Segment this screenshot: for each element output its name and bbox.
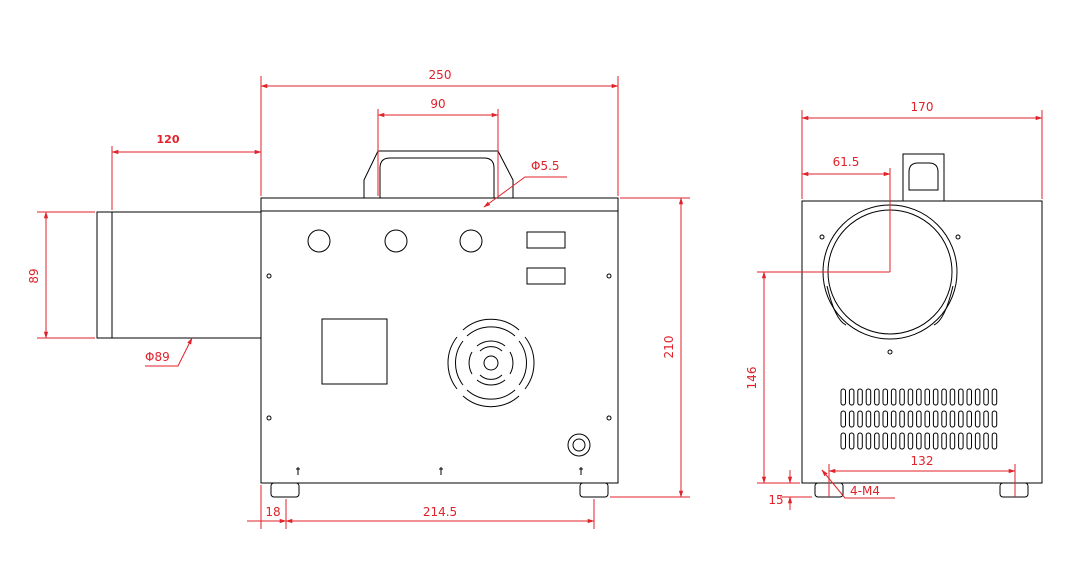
vent-slot (874, 432, 880, 450)
vent-slot (958, 432, 964, 450)
vent-slot (983, 410, 989, 428)
dim-center-height: 146 (745, 367, 759, 390)
dim-foot-offset: 18 (265, 505, 280, 519)
dim-center-offset: 61.5 (833, 155, 860, 169)
vent-slot (907, 432, 914, 450)
vent-slot (949, 432, 956, 450)
vent-slot (958, 410, 964, 428)
vent-slot (958, 388, 964, 406)
dim-nozzle-height: 89 (27, 268, 41, 283)
display-upper (526, 231, 566, 249)
vent-slot (932, 410, 939, 428)
dim-foot-height: 15 (768, 493, 783, 507)
vent-slot (899, 432, 905, 450)
dim-side-width: 170 (911, 100, 934, 114)
dim-foot-span: 214.5 (423, 505, 457, 519)
vent-slot (890, 432, 897, 450)
vent-slot (941, 432, 947, 450)
dim-mount-holes: 4-M4 (850, 484, 880, 498)
vent-slot (840, 410, 846, 428)
vent-slot (983, 388, 989, 406)
front-dimensions: 250 90 120 Φ5.5 89 Φ89 210 18 214.5 (27, 68, 690, 529)
front-foot-left (270, 482, 300, 498)
dim-overall-width: 250 (429, 68, 452, 82)
dim-nozzle-dia: Φ89 (145, 350, 170, 364)
vent-slot (882, 432, 888, 450)
label-panel (321, 318, 388, 385)
vent-slot (865, 410, 872, 428)
vent-slot (941, 388, 947, 406)
dim-handle-width: 90 (430, 97, 445, 111)
front-view (96, 150, 619, 498)
vent-slot (974, 410, 981, 428)
vent-slot (932, 432, 939, 450)
side-dimensions: 170 61.5 146 15 132 4-M4 (745, 100, 1043, 510)
vent-slot (874, 388, 880, 406)
vent-slot (924, 410, 930, 428)
vent-slots (840, 388, 998, 450)
vent-slot (966, 410, 972, 428)
vent-slot (966, 432, 972, 450)
vent-slot (857, 410, 863, 428)
vent-slot (899, 410, 905, 428)
vent-slot (916, 410, 922, 428)
vent-slot (924, 432, 930, 450)
fan-grille (447, 318, 535, 408)
vent-slot (848, 432, 855, 450)
knob-2 (384, 229, 408, 253)
vent-slot (857, 432, 863, 450)
dim-overall-height: 210 (662, 336, 676, 359)
vent-slot (848, 410, 855, 428)
vent-slot (924, 388, 930, 406)
vent-slot (882, 388, 888, 406)
vent-slot (890, 410, 897, 428)
vent-slot (916, 388, 922, 406)
vent-slot (865, 432, 872, 450)
vent-slot (932, 388, 939, 406)
knob-1 (307, 229, 331, 253)
vent-slot (991, 432, 998, 450)
display-lower (526, 267, 566, 285)
vent-slot (840, 432, 846, 450)
vent-slot (941, 410, 947, 428)
front-nozzle (96, 211, 262, 339)
dim-hole-dia: Φ5.5 (531, 159, 560, 173)
vent-slot (991, 388, 998, 406)
vent-slot (916, 432, 922, 450)
vent-slot (949, 410, 956, 428)
power-connector (567, 433, 591, 457)
vent-slot (840, 388, 846, 406)
vent-slot (865, 388, 872, 406)
vent-slot (848, 388, 855, 406)
vent-slot (882, 410, 888, 428)
vent-slot (907, 388, 914, 406)
front-handle (363, 150, 514, 198)
side-handle (902, 153, 945, 201)
vent-slot (983, 432, 989, 450)
knob-3 (459, 229, 483, 253)
side-view (801, 153, 1043, 498)
front-body (260, 210, 619, 484)
vent-slot (974, 388, 981, 406)
front-handle-inner (379, 157, 495, 198)
front-foot-right (579, 482, 609, 498)
vent-slot (874, 410, 880, 428)
vent-slot (974, 432, 981, 450)
vent-slot (949, 388, 956, 406)
vent-slot (890, 388, 897, 406)
vent-slot (907, 410, 914, 428)
vent-slot (899, 388, 905, 406)
vent-slot (991, 410, 998, 428)
dim-mount-span: 132 (911, 454, 934, 468)
side-body (801, 200, 1043, 484)
side-foot-right (999, 482, 1029, 498)
vent-slot (966, 388, 972, 406)
front-top-plate (260, 197, 619, 212)
dim-nozzle-length: 120 (157, 133, 180, 146)
vent-slot (857, 388, 863, 406)
